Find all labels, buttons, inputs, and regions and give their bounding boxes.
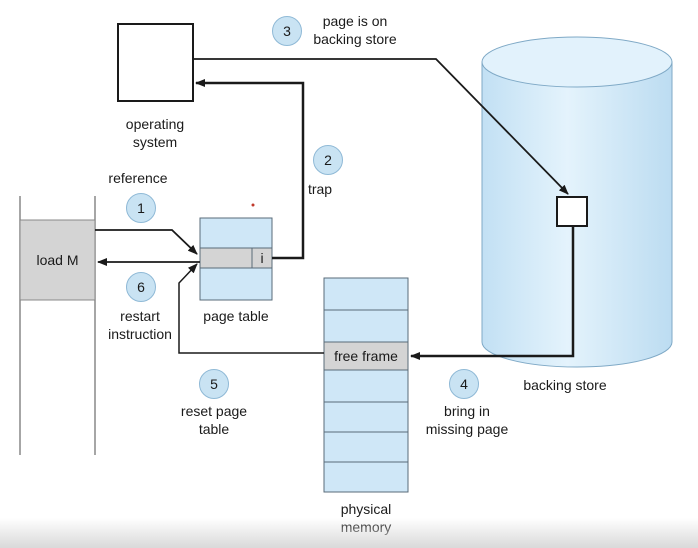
free-frame-cell: [323, 341, 409, 371]
backing-store-label: backing store: [523, 377, 607, 393]
arrow-trap: [195, 79, 305, 260]
step-2-badge: 2: [313, 145, 343, 175]
arrow-reference: [95, 229, 198, 255]
reference-label: reference: [108, 170, 168, 186]
arrow-reset-page-table: [178, 263, 324, 354]
step-6-badge: 6: [126, 272, 156, 302]
bottom-shade: [0, 518, 698, 548]
step-1-badge: 1: [126, 193, 156, 223]
arrow-page-on-backing-store: [193, 58, 569, 195]
load-m-cell: [19, 219, 96, 301]
trap-label: trap: [307, 181, 333, 197]
step-4-badge: 4: [449, 369, 479, 399]
load-m-label: load M: [36, 252, 79, 268]
operating-system-label: operating system: [125, 116, 185, 150]
bring-in-missing-page-label: bring in missing page: [425, 403, 509, 437]
step-3-badge: 3: [272, 16, 302, 46]
page-on-backing-store-label: page is on backing store: [313, 13, 397, 47]
operating-system-box: [117, 23, 194, 102]
invalid-bit-label: i: [260, 250, 264, 266]
page-table-label: page table: [203, 308, 269, 324]
free-frame-label: free frame: [334, 348, 398, 364]
reset-page-table-label: reset page table: [180, 403, 248, 437]
step-5-badge: 5: [199, 369, 229, 399]
arrow-bring-in-page: [410, 226, 575, 360]
physical-memory-stack: [323, 277, 409, 493]
page-on-disk: [556, 196, 588, 227]
restart-instruction-label: restart instruction: [108, 308, 172, 342]
